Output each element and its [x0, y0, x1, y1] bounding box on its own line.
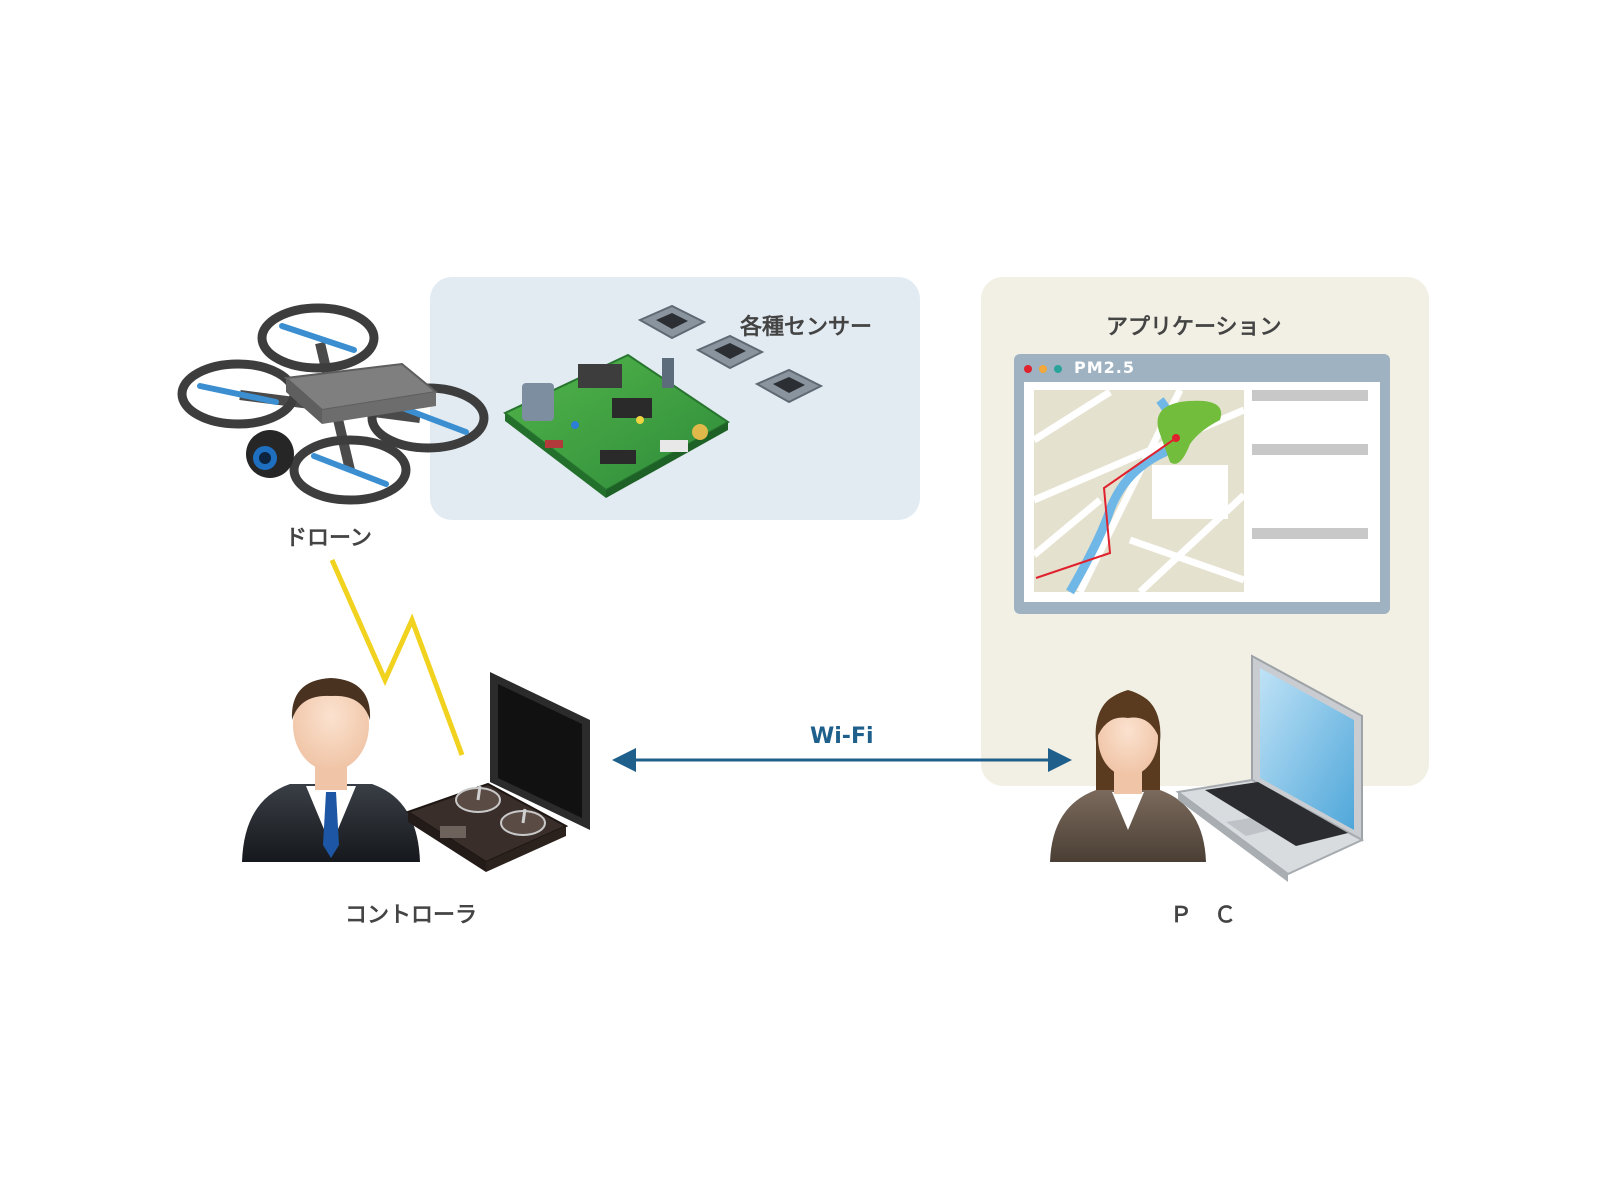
- wifi-label: Wi-Fi: [810, 724, 874, 749]
- businesswoman-icon: [1050, 690, 1206, 862]
- laptop-icon: [1175, 654, 1365, 882]
- circuit-board-icon: [503, 353, 730, 498]
- controller-label: コントローラ: [345, 903, 478, 928]
- application-label: アプリケーション: [1106, 315, 1282, 340]
- map-view: [1031, 388, 1247, 595]
- application-window: [1014, 354, 1390, 614]
- wifi-connection-arrow: [612, 748, 1072, 772]
- businessman-icon: [242, 678, 420, 862]
- microchip-icon: [637, 304, 824, 404]
- drone-label: ドローン: [285, 526, 372, 551]
- pc-label: Ｐ Ｃ: [1170, 903, 1237, 928]
- window-title: PM2.5: [1074, 358, 1135, 377]
- quadcopter-drone-icon: [177, 303, 489, 505]
- remote-controller-icon: [405, 672, 590, 872]
- sensors-label: 各種センサー: [740, 315, 873, 340]
- wireless-lightning-icon: [329, 558, 465, 756]
